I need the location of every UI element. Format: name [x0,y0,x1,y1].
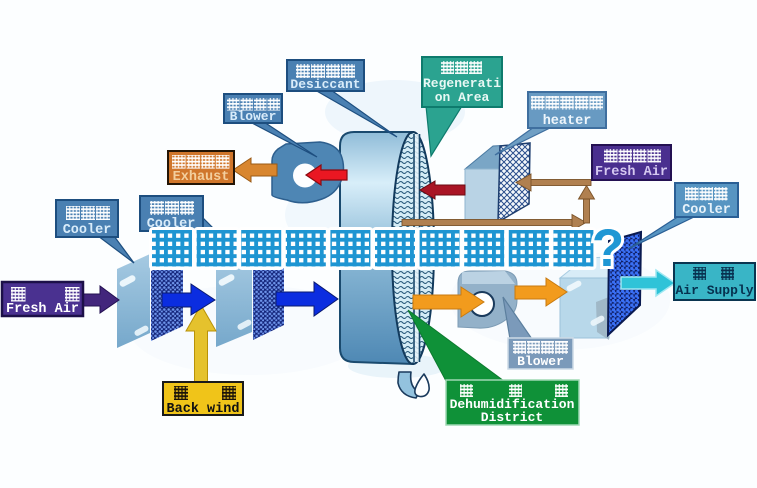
svg-text:on Area: on Area [435,90,490,105]
svg-text:District: District [481,410,543,425]
svg-text:Cooler: Cooler [63,223,112,238]
svg-text:Blower: Blower [230,109,277,124]
svg-text:Regenerati: Regenerati [423,76,501,91]
svg-text:heater: heater [543,114,592,129]
svg-text:Blower: Blower [517,354,564,369]
svg-text:Fresh Air: Fresh Air [595,165,668,180]
svg-text:Fresh Air: Fresh Air [6,302,79,317]
svg-text:?: ? [592,219,624,278]
svg-text:Cooler: Cooler [682,203,731,218]
svg-text:Back wind: Back wind [167,402,240,417]
svg-text:Desiccant: Desiccant [290,77,360,92]
svg-text:Air Supply: Air Supply [675,283,753,298]
svg-text:Exhaust: Exhaust [173,170,230,185]
svg-text:Dehumidification: Dehumidification [450,397,575,412]
